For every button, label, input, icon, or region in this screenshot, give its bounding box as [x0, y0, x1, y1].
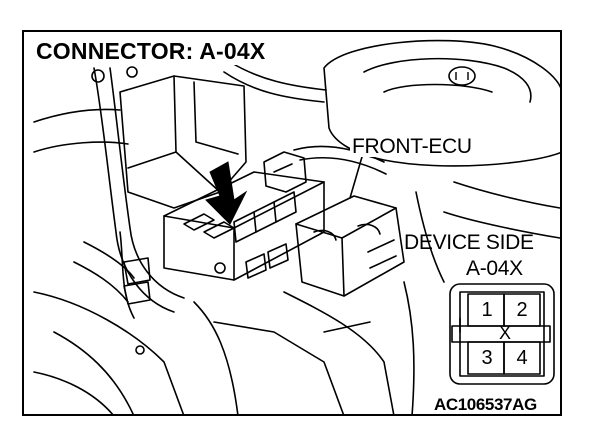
front-ecu-label: FRONT-ECU — [350, 135, 474, 158]
front-ecu-body — [295, 195, 405, 297]
connector-name-label: A-04X — [466, 257, 523, 280]
wiring-harness — [93, 67, 175, 313]
device-side-label: DEVICE SIDE — [404, 231, 534, 254]
diagram-id: AC106537AG — [434, 395, 537, 414]
connector-title: CONNECTOR: A-04X — [34, 40, 270, 65]
connector-key-mark: X — [498, 323, 511, 343]
connector-outline — [449, 283, 555, 385]
bolt-icon — [455, 72, 469, 80]
pin-2-label: 2 — [516, 299, 528, 321]
pin-3-label: 3 — [481, 347, 493, 369]
diagram-frame: CONNECTOR: A-04X FRONT-ECU DEVICE SIDE A… — [22, 30, 562, 416]
pin-1-label: 1 — [481, 299, 493, 321]
battery-box — [119, 75, 247, 209]
arrow-icon — [205, 161, 248, 225]
pin-4-label: 4 — [516, 347, 528, 369]
engine-bay-illustration — [33, 39, 560, 414]
